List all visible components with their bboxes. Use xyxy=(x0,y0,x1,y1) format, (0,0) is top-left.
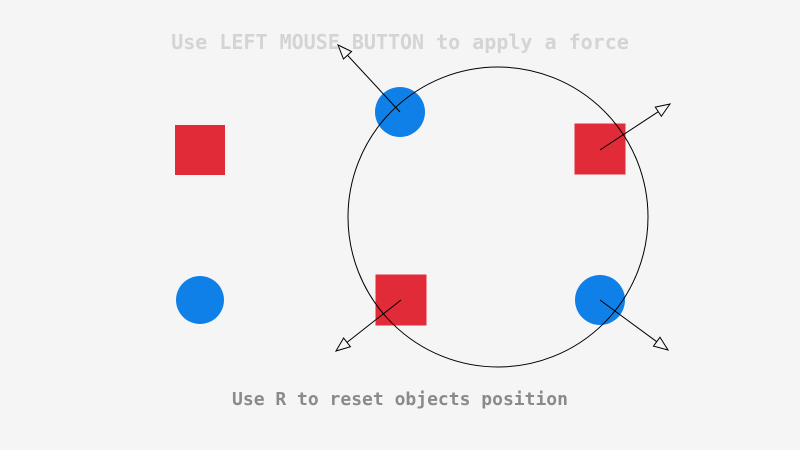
red-box-left[interactable] xyxy=(175,125,225,175)
red-box-top-right[interactable] xyxy=(574,123,626,175)
force-arrow-line xyxy=(347,54,401,113)
boundary-circle xyxy=(347,66,649,368)
blue-ball-left[interactable] xyxy=(176,276,224,324)
force-arrow-line xyxy=(599,299,658,343)
force-arrow-head-icon xyxy=(652,336,670,351)
force-arrow-head-icon xyxy=(337,43,353,60)
force-arrow-head-icon xyxy=(654,103,672,118)
force-arrow-line xyxy=(346,299,402,343)
force-arrow-line xyxy=(599,111,659,151)
force-arrow-head-icon xyxy=(334,337,352,352)
